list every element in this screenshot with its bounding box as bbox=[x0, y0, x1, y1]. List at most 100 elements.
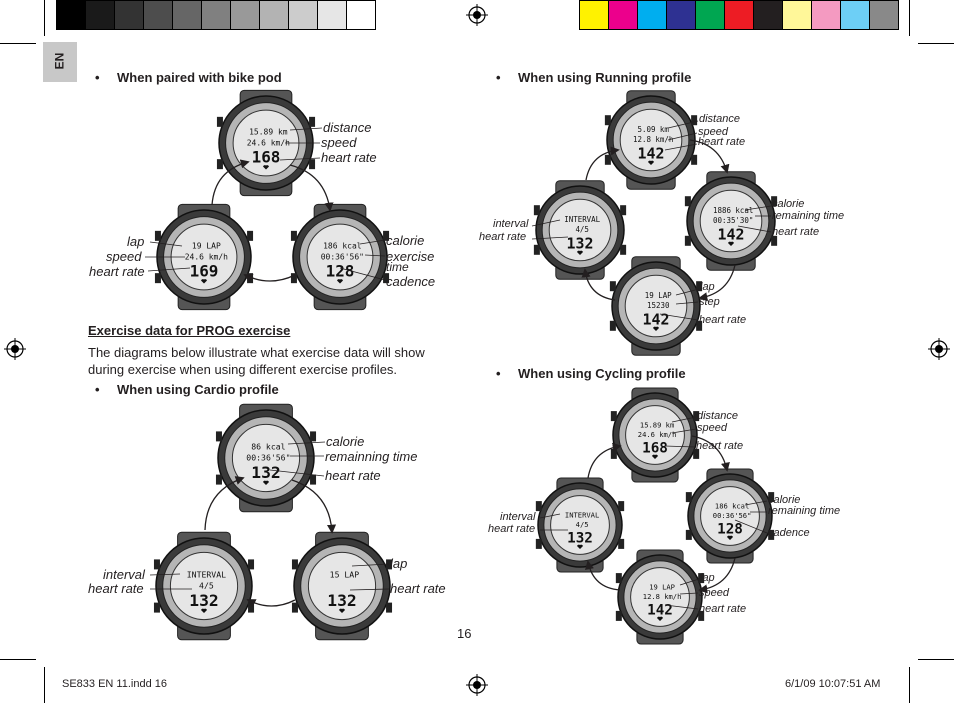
heading-cycling: When using Cycling profile bbox=[518, 366, 686, 381]
registration-mark-icon bbox=[928, 338, 950, 360]
cycle-arrow bbox=[698, 264, 736, 302]
leader-line bbox=[671, 428, 697, 434]
cycle-arrow bbox=[689, 139, 730, 174]
cycle-arrow bbox=[581, 268, 616, 301]
crop-mark bbox=[909, 0, 910, 36]
label-speed: speed bbox=[321, 135, 357, 150]
color-swatch bbox=[782, 0, 812, 30]
leader-line bbox=[734, 519, 768, 534]
language-tab: EN bbox=[43, 42, 77, 82]
lcd-line-1: 15.89 km bbox=[640, 420, 674, 429]
registration-mark-icon bbox=[466, 4, 488, 26]
label-calorie: calorie bbox=[386, 233, 425, 248]
crop-mark bbox=[0, 43, 36, 44]
label-interval: interval bbox=[493, 218, 529, 230]
label-heart-rate: heart rate bbox=[390, 581, 446, 596]
label-heart-rate: heart rate bbox=[696, 440, 744, 452]
leader-line bbox=[289, 127, 323, 131]
lcd-main-value: 168 bbox=[642, 441, 668, 457]
label-lap: lap bbox=[390, 556, 408, 571]
cycle-arrow bbox=[243, 274, 296, 283]
crop-mark bbox=[918, 659, 954, 660]
footer-timestamp: 6/1/09 10:07:51 AM bbox=[785, 678, 881, 690]
label-interval: interval bbox=[103, 567, 145, 582]
leader-line bbox=[531, 219, 561, 227]
leader-line bbox=[147, 267, 191, 272]
lcd-line-2: 00:35'30" bbox=[713, 216, 753, 225]
lcd-line-1: 186 kcal bbox=[323, 242, 362, 251]
lcd-line-2: 00:36'56" bbox=[246, 452, 290, 462]
label-heart-rate: heart rate bbox=[88, 581, 144, 596]
lcd-main-value: 142 bbox=[647, 603, 673, 619]
lcd-line-2: 00:36'56" bbox=[713, 511, 752, 520]
color-swatch bbox=[172, 0, 202, 30]
leader-line bbox=[349, 588, 390, 591]
lcd-line-2: 24.6 km/h bbox=[247, 138, 290, 147]
lcd-main-value: 142 bbox=[717, 225, 744, 243]
color-swatch bbox=[840, 0, 870, 30]
crop-mark bbox=[44, 0, 45, 36]
color-swatch bbox=[114, 0, 144, 30]
label-cadence: cadence bbox=[386, 274, 436, 289]
lcd-main-value: 128 bbox=[326, 262, 355, 281]
lcd-line-2: 24.6 km/h bbox=[185, 252, 228, 261]
color-swatch bbox=[869, 0, 899, 30]
label-remaining-time: remaining time bbox=[768, 505, 841, 517]
label-distance: distance bbox=[699, 113, 740, 125]
lcd-line-1: 1886 kcal bbox=[713, 206, 753, 215]
label-speed: speed bbox=[106, 249, 142, 264]
heading-prog-exercise: Exercise data for PROG exercise bbox=[88, 323, 291, 338]
crop-mark bbox=[44, 667, 45, 703]
crop-mark bbox=[909, 667, 910, 703]
color-swatch bbox=[695, 0, 725, 30]
lcd-line-1: 15 LAP bbox=[330, 569, 360, 579]
leader-line bbox=[667, 132, 698, 141]
leader-line bbox=[675, 301, 699, 305]
leader-line bbox=[351, 563, 390, 567]
cycle-arrow bbox=[289, 164, 334, 212]
heading-running: When using Running profile bbox=[518, 70, 692, 85]
label-time: time bbox=[386, 260, 409, 274]
label-heart-rate: heart rate bbox=[699, 314, 747, 326]
lcd-line-1: 86 kcal bbox=[251, 441, 285, 451]
lcd-line-2: 12.8 km/h bbox=[633, 135, 673, 144]
lcd-line-2: 00:36'56" bbox=[321, 252, 364, 261]
leader-line bbox=[671, 416, 697, 423]
leader-line bbox=[679, 592, 699, 595]
color-swatch bbox=[56, 0, 86, 30]
lcd-line-2: 12.8 km/h bbox=[643, 592, 682, 601]
label-heart-rate: heart rate bbox=[321, 150, 377, 165]
color-swatch bbox=[724, 0, 754, 30]
label-distance: distance bbox=[323, 120, 372, 135]
label-heart-rate: heart rate bbox=[479, 231, 527, 243]
cycle-arrow bbox=[691, 435, 730, 472]
color-swatch bbox=[259, 0, 289, 30]
label-heart-rate: heart rate bbox=[325, 468, 381, 483]
label-calorie: calorie bbox=[772, 198, 805, 210]
label-heart-rate: heart rate bbox=[488, 523, 536, 535]
lcd-line-2: 4/5 bbox=[199, 580, 214, 590]
leader-line bbox=[737, 225, 772, 233]
color-swatch bbox=[288, 0, 318, 30]
leader-line bbox=[149, 573, 181, 576]
lcd-line-1: 19 LAP bbox=[192, 242, 221, 251]
lcd-line-1: 19 LAP bbox=[649, 582, 675, 591]
lcd-main-value: 132 bbox=[189, 591, 218, 610]
lcd-line-2: 4/5 bbox=[575, 225, 589, 234]
lcd-line-1: INTERVAL bbox=[565, 510, 599, 519]
label-cadence: cadence bbox=[768, 527, 810, 539]
leader-line bbox=[667, 120, 699, 129]
crop-mark bbox=[918, 43, 954, 44]
lcd-main-value: 132 bbox=[251, 463, 280, 482]
cycle-arrow bbox=[204, 476, 245, 531]
leader-line bbox=[531, 236, 569, 240]
